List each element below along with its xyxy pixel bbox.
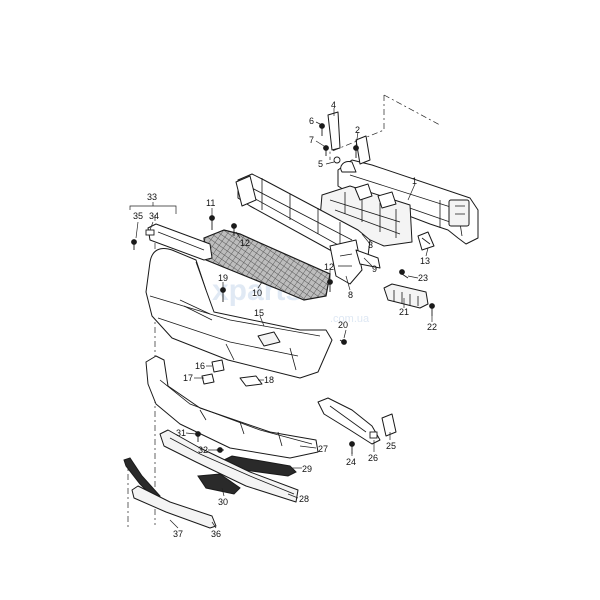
bracket-part-17 bbox=[201, 373, 215, 385]
screw-part-24 bbox=[349, 441, 355, 454]
clip-part-26 bbox=[369, 431, 378, 439]
bracket-part-4 bbox=[327, 111, 371, 165]
callout-13: 13 bbox=[420, 256, 430, 266]
bumper-carrier-part-1 bbox=[337, 159, 479, 245]
screw-part-35 bbox=[131, 239, 137, 250]
screw-part-12a bbox=[231, 223, 237, 236]
callout-11: 11 bbox=[206, 198, 215, 208]
callout-6: 6 bbox=[309, 116, 314, 126]
callout-21: 21 bbox=[399, 307, 409, 317]
callout-28: 28 bbox=[299, 494, 309, 504]
callout-12b: 12 bbox=[324, 262, 334, 272]
callout-4: 4 bbox=[331, 100, 336, 110]
callout-25: 25 bbox=[386, 441, 396, 451]
grille-mesh-part-10 bbox=[203, 229, 331, 301]
callout-29: 29 bbox=[302, 464, 312, 474]
callout-27: 27 bbox=[318, 444, 328, 454]
callout-16: 16 bbox=[195, 361, 205, 371]
spoiler-lip-part-28 bbox=[159, 429, 299, 503]
screw-part-11 bbox=[209, 215, 215, 230]
tow-hook-cover-part-18 bbox=[239, 375, 263, 387]
screw-part-32 bbox=[216, 447, 224, 453]
callout-23: 23 bbox=[418, 273, 428, 283]
side-grille-part-21 bbox=[383, 283, 429, 309]
clip-part-34 bbox=[145, 229, 155, 236]
callout-24: 24 bbox=[346, 457, 356, 467]
callout-9: 9 bbox=[372, 264, 377, 274]
callout-5: 5 bbox=[318, 159, 323, 169]
callout-35: 35 bbox=[133, 211, 143, 221]
screw-part-7 bbox=[323, 145, 329, 156]
callout-12a: 12 bbox=[240, 238, 250, 248]
callout-20: 20 bbox=[338, 320, 348, 330]
screw-part-31 bbox=[195, 431, 201, 442]
callout-2: 2 bbox=[355, 125, 360, 135]
screw-part-12b bbox=[327, 279, 333, 292]
callout-31: 31 bbox=[176, 428, 186, 438]
callout-33: 33 bbox=[147, 192, 157, 202]
callout-17: 17 bbox=[183, 373, 193, 383]
callout-26: 26 bbox=[368, 453, 378, 463]
callout-34: 34 bbox=[149, 211, 159, 221]
clip-part-16 bbox=[211, 359, 225, 373]
callout-22: 22 bbox=[427, 322, 437, 332]
bumper-cover-part-15 bbox=[145, 248, 333, 379]
license-plate-bracket-part-33 bbox=[147, 223, 213, 261]
screw-part-22 bbox=[429, 303, 435, 316]
impact-absorber-part-3 bbox=[319, 183, 413, 247]
nut-part-5 bbox=[333, 156, 341, 164]
callout-32: 32 bbox=[198, 445, 208, 455]
callout-7: 7 bbox=[309, 135, 314, 145]
callout-10: 10 bbox=[252, 288, 262, 298]
callout-36: 36 bbox=[211, 529, 221, 539]
screw-part-6 bbox=[319, 123, 325, 136]
bracket-part-13 bbox=[417, 231, 435, 251]
callout-30: 30 bbox=[218, 497, 228, 507]
side-bracket-part-25 bbox=[317, 397, 397, 445]
lower-valance-part-27 bbox=[145, 355, 319, 459]
screw-part-23 bbox=[399, 269, 409, 279]
callout-18: 18 bbox=[264, 375, 274, 385]
insert-part-30 bbox=[197, 473, 241, 495]
callout-8: 8 bbox=[348, 290, 353, 300]
watermark-domain: .com.ua bbox=[330, 313, 370, 325]
screw-part-20 bbox=[339, 339, 347, 345]
callout-1: 1 bbox=[412, 176, 417, 186]
callout-labels: 1 2 3 4 5 6 7 8 9 10 11 12 12 13 15 16 1… bbox=[133, 100, 437, 539]
fasteners bbox=[131, 123, 435, 454]
screw-part-2 bbox=[353, 145, 359, 158]
callout-19: 19 bbox=[218, 273, 228, 283]
skid-strip-part-36 bbox=[131, 485, 217, 529]
callout-37: 37 bbox=[173, 529, 183, 539]
callout-3: 3 bbox=[368, 240, 373, 250]
leader-lines bbox=[129, 108, 433, 529]
upper-cross-member-part-9 bbox=[235, 173, 381, 285]
callout-15: 15 bbox=[254, 308, 264, 318]
